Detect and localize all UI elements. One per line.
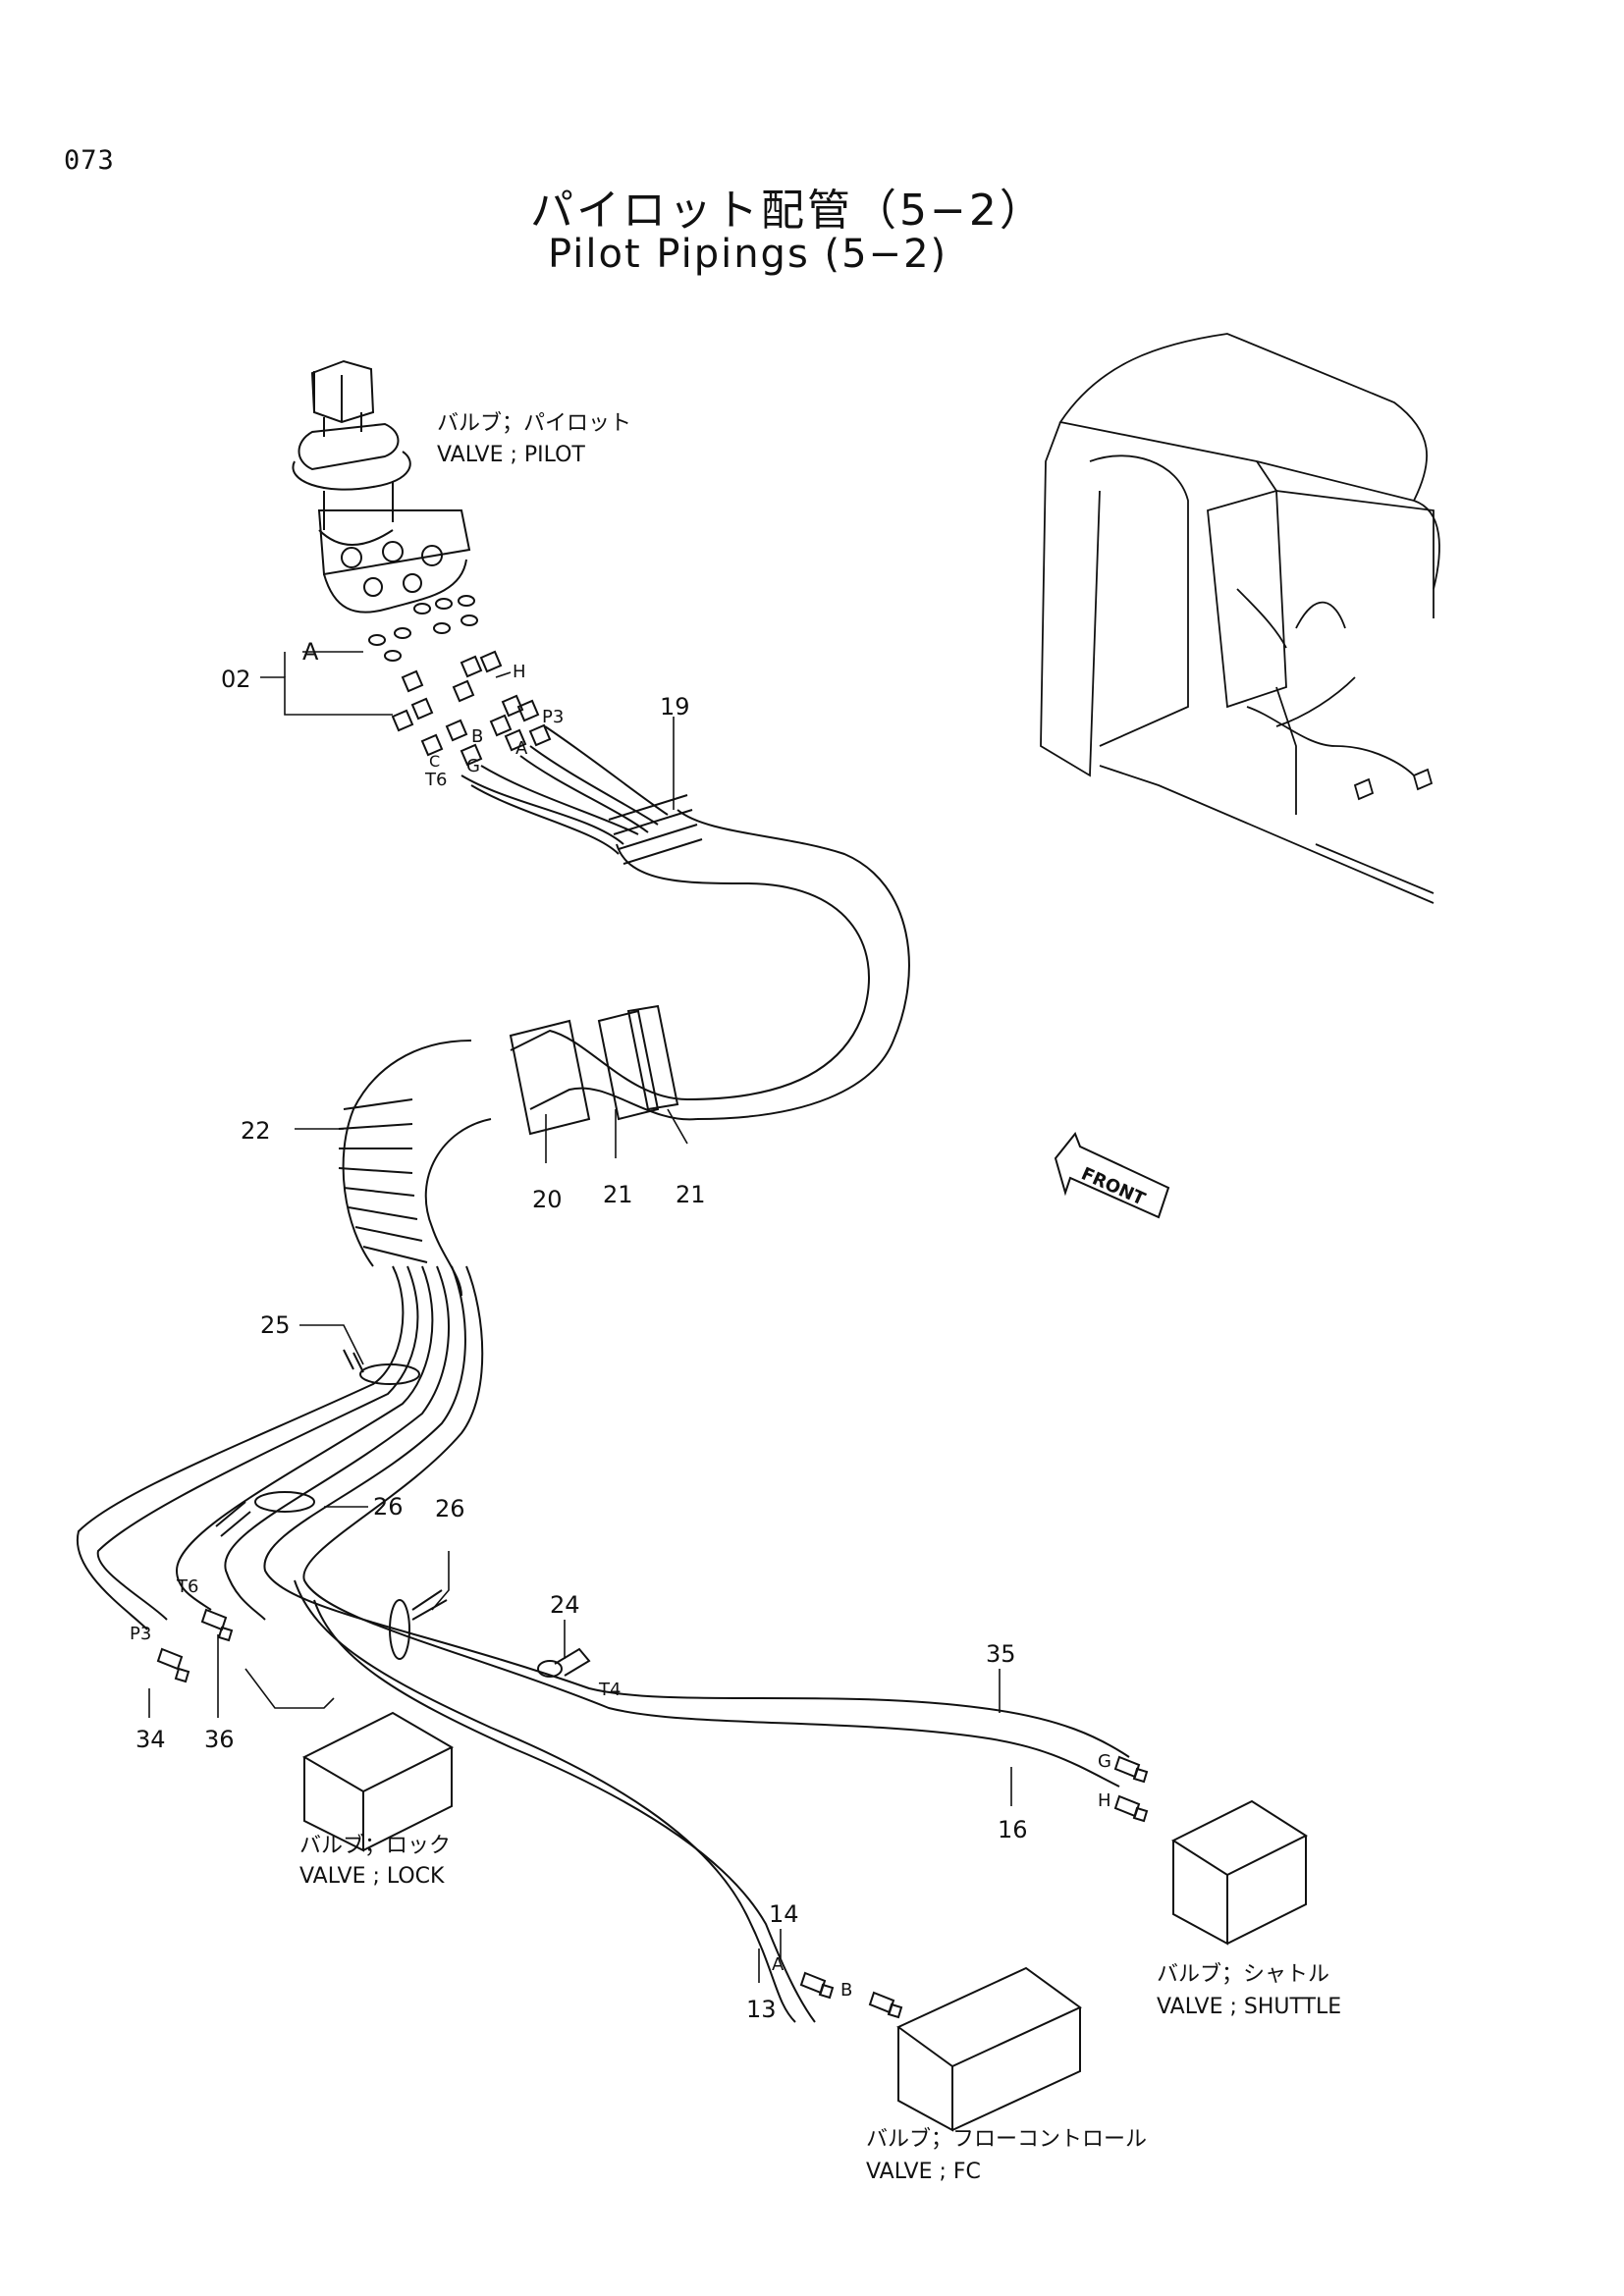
part-number-36: 36: [204, 1726, 235, 1753]
page-title-jp: パイロット配管（5−2）: [530, 186, 1046, 236]
port-label-B-top: B: [471, 726, 483, 747]
port-label-P3-low: P3: [130, 1624, 151, 1644]
fc-valve-box: [896, 1966, 1082, 2132]
fc-valve-label-jp: バルブ；フローコントロール: [866, 2127, 1147, 2152]
part-number-21-a: 21: [603, 1181, 633, 1208]
page-title-en: Pilot Pipings (5−2): [548, 232, 948, 277]
port-label-T6-top: T6: [424, 770, 447, 790]
fittings-cluster: [391, 650, 552, 767]
part-number-25: 25: [260, 1311, 291, 1339]
part-number-34: 34: [135, 1726, 166, 1753]
port-label-A-top: A: [302, 638, 319, 666]
shuttle-valve-label-jp: バルブ；シャトル: [1157, 1962, 1329, 1987]
hose-protector: [338, 794, 910, 1297]
hose-bundle-lower: [76, 1265, 1130, 2023]
port-label-G-top: G: [466, 756, 480, 776]
part-number-13: 13: [746, 1996, 777, 2023]
front-arrow: [1054, 1132, 1170, 1219]
part-number-16: 16: [998, 1816, 1028, 1843]
port-label-A-low: A: [772, 1954, 785, 1975]
part-number-35: 35: [986, 1640, 1016, 1668]
pilot-valve-label-jp: バルブ；パイロット: [437, 411, 631, 436]
part-number-26-b: 26: [435, 1495, 465, 1522]
fc-valve-label-en: VALVE ; FC: [866, 2160, 981, 2184]
port-label-P3-top: P3: [542, 707, 564, 727]
port-label-T6-low: T6: [176, 1576, 198, 1597]
port-label-C-top: C: [429, 752, 440, 771]
port-label-H-low: H: [1098, 1790, 1111, 1811]
lock-valve-label-jp: バルブ；ロック: [299, 1834, 451, 1858]
shuttle-valve-box: [1170, 1799, 1309, 1946]
excavator-cab: [1040, 333, 1440, 904]
o-ring-set: [368, 595, 478, 662]
pilot-valve-drawing: [292, 359, 471, 614]
front-label: FRONT: [1078, 1163, 1149, 1209]
clamps: [215, 1349, 591, 1678]
part-number-19: 19: [660, 693, 690, 721]
part-number-20: 20: [532, 1186, 563, 1213]
shuttle-valve-label-en: VALVE ; SHUTTLE: [1157, 1995, 1341, 2019]
part-number-26-a: 26: [373, 1493, 404, 1521]
port-label-B-low: B: [840, 1980, 852, 2001]
port-label-H-top: H: [513, 662, 526, 682]
part-number-22: 22: [241, 1117, 271, 1145]
lower-fittings: [156, 1608, 1149, 2019]
leader-lines: [148, 651, 1012, 1983]
pilot-valve-label-en: VALVE ; PILOT: [437, 443, 585, 467]
port-label-G-low: G: [1098, 1751, 1111, 1772]
lock-valve-box: [301, 1711, 455, 1852]
part-number-24: 24: [550, 1591, 580, 1619]
hose-bundle-upper: [460, 725, 669, 855]
lock-valve-label-en: VALVE ; LOCK: [299, 1864, 445, 1889]
part-number-02: 02: [221, 666, 251, 693]
page-number: 073: [64, 145, 115, 176]
port-label-T4: T4: [598, 1680, 621, 1700]
part-number-21-b: 21: [676, 1181, 706, 1208]
port-label-A-mid: A: [515, 738, 528, 759]
part-number-14: 14: [769, 1900, 799, 1928]
